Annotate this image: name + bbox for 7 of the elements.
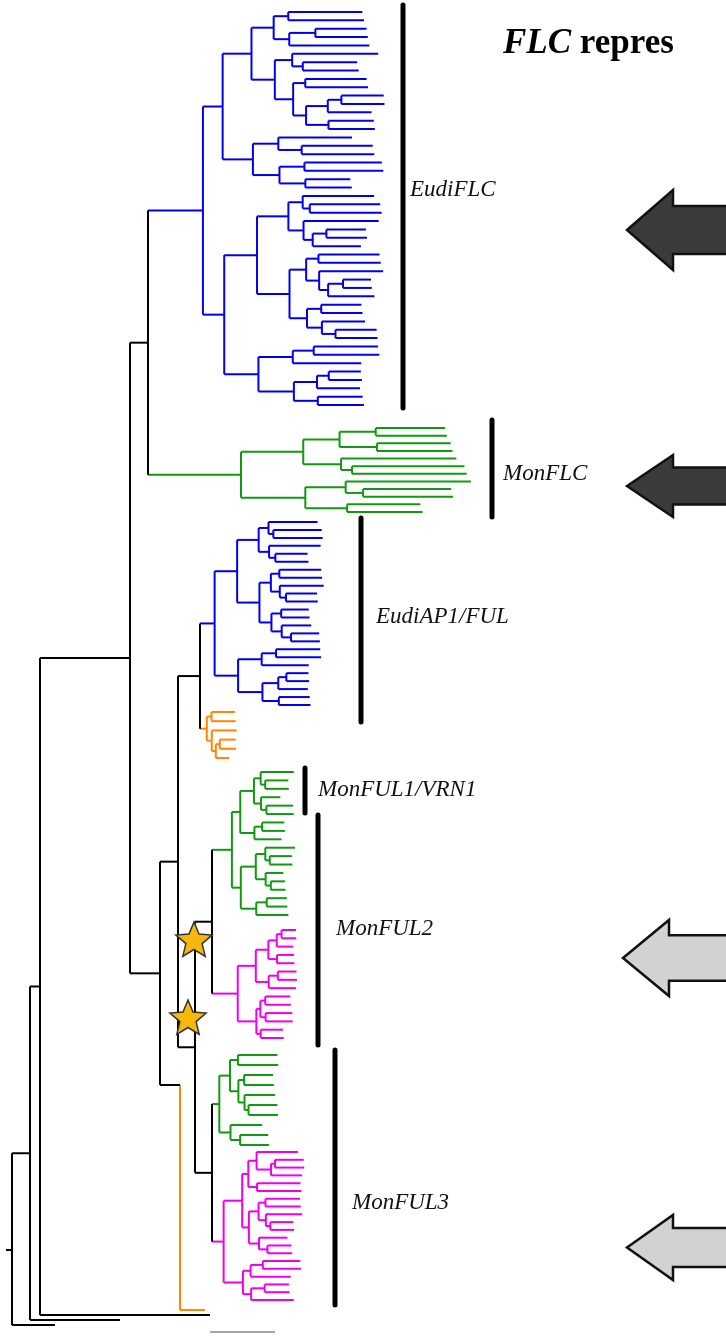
clade-label: MonFUL2 — [336, 915, 434, 941]
clade-label: MonFUL3 — [352, 1189, 450, 1215]
title: FLC repres — [503, 22, 674, 62]
clade-label: EudiFLC — [410, 176, 496, 202]
clade-label: MonFLC — [503, 460, 588, 486]
clade-label: MonFUL1/VRN1 — [318, 776, 477, 802]
clade-label: EudiAP1/FUL — [376, 603, 509, 629]
